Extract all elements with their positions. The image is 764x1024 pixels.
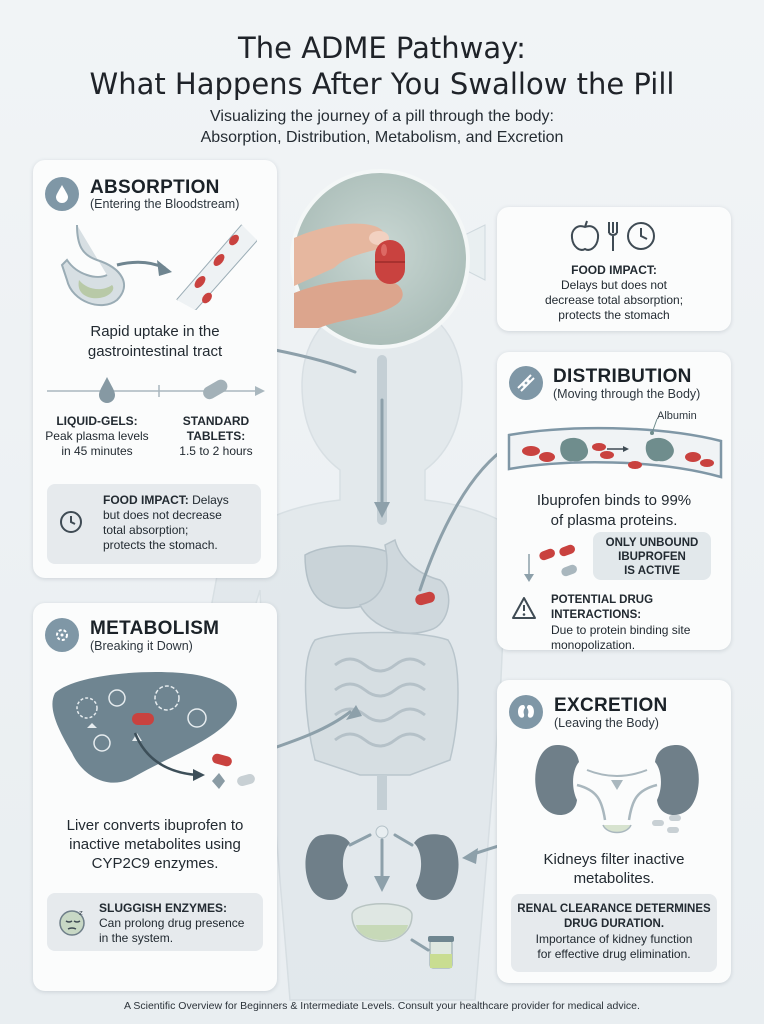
food-card-title: FOOD IMPACT: — [571, 263, 657, 277]
enzyme-icon — [45, 618, 79, 652]
apple-fork-clock-icon — [570, 220, 655, 251]
renal-title-1: RENAL CLEARANCE DETERMINES — [517, 903, 711, 915]
albumin-label: Albumin — [657, 410, 697, 422]
sluggish-enzymes-text: SLUGGISH ENZYMES: Can prolong drug prese… — [99, 901, 261, 946]
food-impact-line-4: protects the stomach. — [103, 538, 218, 552]
excretion-card: EXCRETION (Leaving the Body) Kidneys fil… — [497, 680, 731, 983]
food-impact-card: FOOD IMPACT: Delays but does not decreas… — [497, 207, 731, 331]
interactions-line-1: Due to protein binding site — [551, 623, 691, 637]
absorption-food-impact-text: FOOD IMPACT: Delays but does not decreas… — [103, 493, 261, 553]
page-title: The ADME Pathway: What Happens After You… — [0, 30, 764, 102]
liquid-gels-line-1: Peak plasma levels — [45, 429, 149, 443]
metabolism-desc-line-3: CYP2C9 enzymes. — [91, 855, 219, 872]
distribution-desc-line-2: of plasma proteins. — [550, 512, 678, 529]
footer-disclaimer: A Scientific Overview for Beginners & In… — [124, 1000, 640, 1012]
tablets-title-1: STANDARD — [182, 414, 250, 428]
food-impact-line-2: but does not decrease — [103, 508, 222, 522]
liquid-gels-info: LIQUID-GELS: Peak plasma levels in 45 mi… — [37, 414, 157, 459]
stomach-blood-vessel-illustration — [60, 224, 257, 310]
blood-vessel-icon — [509, 366, 543, 400]
title-line-1: The ADME Pathway: — [238, 31, 526, 65]
unbound-text: ONLY UNBOUND IBUPROFEN IS ACTIVE — [593, 536, 711, 578]
renal-line-2: for effective drug elimination. — [537, 947, 691, 961]
albumin-vessel-illustration — [507, 418, 723, 479]
renal-clearance-text: RENAL CLEARANCE DETERMINES DRUG DURATION… — [511, 902, 717, 962]
subtitle-line-2: Absorption, Distribution, Metabolism, an… — [200, 129, 564, 146]
standard-tablets-info: STANDARD TABLETS: 1.5 to 2 hours — [157, 414, 275, 459]
flow-arrow-icon — [524, 554, 534, 582]
food-impact-line-3: total absorption; — [103, 523, 189, 537]
sluggish-title: SLUGGISH ENZYMES: — [99, 901, 228, 915]
unbound-line-2: IBUPROFEN — [618, 551, 686, 563]
food-impact-label: FOOD IMPACT: — [103, 493, 189, 507]
clock-icon — [60, 511, 82, 533]
sluggish-enzymes-box: z SLUGGISH ENZYMES: Can prolong drug pre… — [47, 893, 263, 951]
metabolism-description: Liver converts ibuprofen to inactive met… — [33, 816, 277, 873]
page-subtitle: Visualizing the journey of a pill throug… — [0, 106, 764, 148]
tablets-title-2: TABLETS: — [186, 429, 246, 443]
distribution-description: Ibuprofen binds to 99% of plasma protein… — [497, 491, 731, 531]
unbound-line-1: ONLY UNBOUND — [605, 537, 699, 549]
food-impact-line-1: Delays — [188, 493, 229, 507]
absorption-desc-line-1: Rapid uptake in the — [90, 323, 220, 340]
pill-hand-illustration — [290, 169, 470, 349]
excretion-desc-line-1: Kidneys filter inactive — [543, 851, 685, 868]
liquid-gels-title: LIQUID-GELS: — [56, 414, 138, 428]
excretion-heading: EXCRETION — [554, 695, 668, 716]
warning-icon — [512, 597, 536, 619]
metabolism-heading: METABOLISM — [90, 618, 220, 639]
kidney-icon — [509, 695, 543, 729]
unbound-line-3: IS ACTIVE — [624, 565, 680, 577]
absorption-food-impact-box: FOOD IMPACT: Delays but does not decreas… — [47, 484, 261, 564]
absorption-desc-line-2: gastrointestinal tract — [87, 343, 223, 360]
subtitle-line-1: Visualizing the journey of a pill throug… — [210, 108, 554, 125]
liver-illustration — [52, 672, 255, 789]
renal-line-1: Importance of kidney function — [535, 932, 693, 946]
excretion-description: Kidneys filter inactive metabolites. — [497, 850, 731, 888]
unbound-ibuprofen-box: ONLY UNBOUND IBUPROFEN IS ACTIVE — [593, 532, 711, 580]
svg-text:z: z — [79, 909, 83, 917]
drug-interactions-text: POTENTIAL DRUG INTERACTIONS: Due to prot… — [551, 593, 729, 653]
tablets-line-1: 1.5 to 2 hours — [179, 444, 253, 458]
absorption-card: ABSORPTION (Entering the Bloodstream) Ra… — [33, 160, 277, 578]
food-card-line-2: decrease total absorption; — [544, 293, 684, 307]
metabolism-card: METABOLISM (Breaking it Down) Liver conv… — [33, 603, 277, 991]
distribution-card: DISTRIBUTION (Moving through the Body) A… — [497, 352, 731, 653]
sluggish-line-2: in the system. — [99, 931, 174, 945]
title-line-2: What Happens After You Swallow the Pill — [89, 67, 675, 101]
absorption-subhead: (Entering the Bloodstream) — [90, 197, 240, 211]
distribution-heading: DISTRIBUTION — [553, 366, 692, 387]
distribution-desc-line-1: Ibuprofen binds to 99% — [536, 492, 692, 509]
unbound-pills-icon — [539, 544, 577, 577]
food-impact-card-text: FOOD IMPACT: Delays but does not decreas… — [497, 263, 731, 323]
food-card-line-3: protects the stomach — [558, 308, 670, 322]
excretion-desc-line-2: metabolites. — [573, 870, 655, 887]
sleepy-face-icon: z — [59, 909, 85, 936]
absorption-description: Rapid uptake in the gastrointestinal tra… — [33, 322, 277, 362]
metabolism-desc-line-2: inactive metabolites using — [69, 836, 241, 853]
excretion-subhead: (Leaving the Body) — [554, 716, 659, 730]
renal-title-2: DRUG DURATION. — [563, 918, 665, 930]
distribution-subhead: (Moving through the Body) — [553, 387, 701, 401]
droplet-icon — [45, 177, 79, 211]
interactions-title: POTENTIAL DRUG INTERACTIONS: — [551, 594, 654, 621]
liquid-gels-line-2: in 45 minutes — [61, 444, 133, 458]
metabolism-desc-line-1: Liver converts ibuprofen to — [66, 817, 244, 834]
food-card-line-1: Delays but does not — [560, 278, 668, 292]
sluggish-line-1: Can prolong drug presence — [99, 916, 245, 930]
timeline-track — [47, 377, 265, 403]
absorption-heading: ABSORPTION — [90, 177, 220, 198]
kidneys-illustration — [535, 745, 699, 834]
renal-clearance-box: RENAL CLEARANCE DETERMINES DRUG DURATION… — [511, 894, 717, 972]
metabolism-subhead: (Breaking it Down) — [90, 639, 193, 653]
interactions-line-2: monopolization. — [551, 638, 636, 652]
